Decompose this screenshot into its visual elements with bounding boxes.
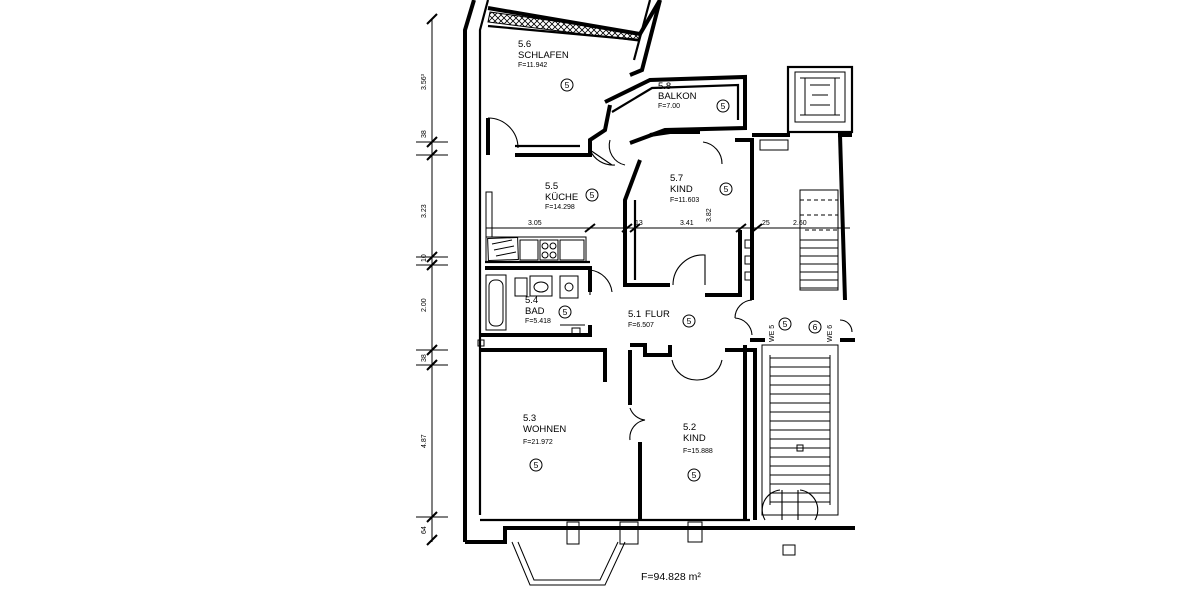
unit-marker-label: 5 [534, 460, 539, 470]
room-name: KIND [670, 184, 693, 195]
dim-label: 13 [635, 220, 643, 227]
unit-marker [585, 188, 599, 202]
room-area: F=11.942 [518, 62, 547, 69]
room-area: F=5.418 [525, 318, 551, 325]
room-area: F=6.507 [628, 322, 654, 329]
room-number: 5.4 [525, 295, 538, 306]
dim-label: 3.23 [421, 204, 428, 218]
staircase [761, 65, 854, 516]
neighbour-label: WE 6 [827, 325, 834, 342]
room-5-1-label: 5.1 FLUR F=6.507 5 [628, 309, 696, 329]
room-number: 5.7 [670, 173, 683, 184]
unit-marker [558, 305, 572, 319]
room-number: 5.2 [683, 422, 696, 433]
unit-marker [808, 320, 822, 334]
room-number: 5.1 [628, 309, 641, 320]
room-5-4-label: 5.4 BAD F=5.418 5 [525, 295, 572, 325]
room-5-3-label: 5.3 WOHNEN F=21.972 5 [523, 413, 566, 472]
dim-label: 3.05 [528, 220, 542, 227]
bath-fixtures [477, 274, 581, 347]
room-5-6-label: 5.6 SCHLAFEN F=11.942 5 [518, 39, 574, 92]
room-area: F=11.603 [670, 197, 699, 204]
room-number: 5.3 [523, 413, 536, 424]
dim-label: 2.60 [793, 220, 807, 227]
doors [487, 117, 853, 521]
room-area: F=15.888 [683, 448, 713, 455]
room-area: F=14.298 [545, 204, 575, 211]
room-area: F=7.00 [658, 103, 680, 110]
unit-marker-label: 5 [724, 184, 729, 194]
unit-marker [778, 317, 792, 331]
neighbour-we-5: WE 5 5 [769, 317, 792, 342]
dim-label: 2.00 [421, 298, 428, 312]
unit-marker-label: 5 [563, 307, 568, 317]
unit-marker [529, 458, 543, 472]
room-name: KIND [683, 433, 706, 444]
dim-label: 10 [421, 254, 428, 262]
room-name: FLUR [645, 309, 670, 320]
room-5-5-label: 5.5 KÜCHE F=14.298 5 [545, 181, 599, 211]
room-number: 5.5 [545, 181, 558, 192]
room-name: BALKON [658, 91, 697, 102]
room-name: SCHLAFEN [518, 50, 569, 61]
unit-marker-label: 5 [692, 470, 697, 480]
dim-label: 38 [421, 354, 428, 362]
dim-label: 3.82 [706, 208, 713, 222]
horizontal-dimension-chain: 3.05 13 3.41 3.82 25 2.60 [486, 208, 850, 233]
unit-marker-label: 6 [813, 322, 818, 332]
vertical-dimension-chain: 3.56³ 38 3.23 10 2.00 38 4.87 64 [416, 13, 448, 546]
unit-marker-label: 5 [783, 319, 788, 329]
room-5-2-label: 5.2 KIND F=15.888 5 [683, 422, 713, 482]
room-5-8-label: 5.8 BALKON F=7.00 5 [658, 81, 730, 113]
dim-label: 4.87 [421, 434, 428, 448]
exterior-walls [463, 0, 855, 586]
room-fixtures [744, 139, 796, 556]
room-number: 5.8 [658, 81, 671, 92]
unit-marker [719, 182, 733, 196]
room-5-7-label: 5.7 KIND F=11.603 5 [670, 173, 733, 204]
unit-marker [687, 468, 701, 482]
dim-label: 25 [762, 220, 770, 227]
unit-marker [716, 99, 730, 113]
total-area: F=94.828 m² [641, 571, 701, 583]
dim-label: 3.56³ [421, 73, 428, 90]
unit-marker [560, 78, 574, 92]
neighbour-we-6: 6 WE 6 [808, 320, 834, 342]
room-number: 5.6 [518, 39, 531, 50]
dim-label: 3.41 [680, 220, 694, 227]
room-name: KÜCHE [545, 192, 578, 203]
dim-label: 38 [421, 130, 428, 138]
room-name: BAD [525, 306, 545, 317]
unit-marker-label: 5 [565, 80, 570, 90]
unit-marker-label: 5 [721, 101, 726, 111]
neighbour-label: WE 5 [769, 325, 776, 342]
room-name: WOHNEN [523, 424, 566, 435]
room-area: F=21.972 [523, 439, 553, 446]
unit-marker-label: 5 [687, 316, 692, 326]
unit-marker-label: 5 [590, 190, 595, 200]
unit-marker [682, 314, 696, 328]
dim-label: 64 [421, 526, 428, 534]
